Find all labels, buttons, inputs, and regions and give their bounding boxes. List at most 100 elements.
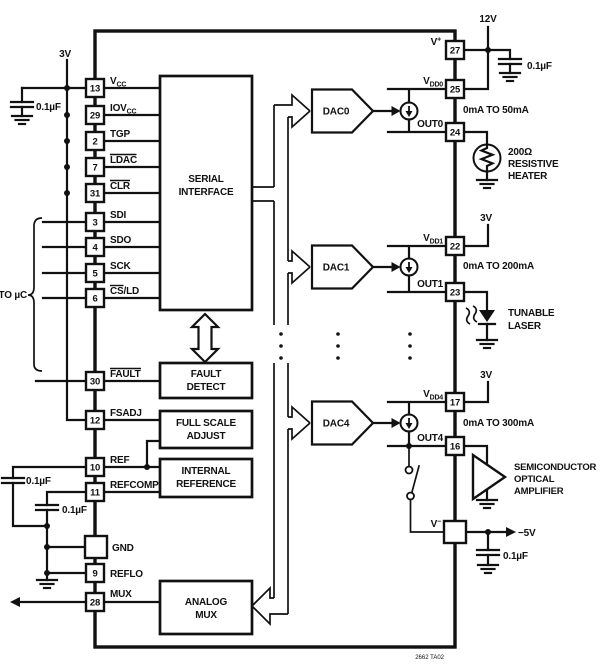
dac0-arrowhead (391, 106, 401, 116)
supply-12v-label: 12V (479, 14, 497, 25)
bus-ellipsis (279, 332, 412, 360)
pin-label-gnd: GND (112, 543, 134, 554)
pin-box-5 (84, 262, 106, 284)
pin-box-2 (84, 130, 106, 152)
pin-label-sdo: SDO (110, 235, 131, 246)
dac4-block (310, 400, 375, 446)
data-bus (251, 93, 412, 627)
analog-mux-block (158, 579, 254, 636)
pin-label-ref: REF (110, 455, 129, 466)
right-external-wiring (462, 25, 523, 575)
wire-vdd1-3v (462, 223, 490, 248)
soa-label-1: SEMICONDUCTOR (514, 462, 597, 473)
wire-out4-soa (462, 444, 489, 502)
supply-3v-vdd4: 3V (480, 370, 492, 381)
pin-box-4 (84, 236, 106, 258)
pin-label-vcc: VCC (110, 76, 126, 89)
uc-brace (27, 217, 43, 372)
junction-dot (64, 190, 70, 196)
pin-num-24: 24 (450, 128, 461, 139)
wire-out0-heater (462, 130, 489, 182)
pin-num-5: 5 (92, 269, 98, 280)
junction-dot (64, 85, 70, 91)
pin-num-3: 3 (92, 218, 97, 229)
wire-vdd4-3v (462, 380, 490, 404)
to-uc-label: TO µC (0, 290, 27, 301)
pin-num-13: 13 (90, 84, 100, 95)
serial-interface-block (158, 74, 254, 312)
serial-interface-label: SERIAL (188, 174, 224, 185)
range-out0: 0mA TO 50mA (463, 105, 529, 116)
wire-vdd0-12v (462, 48, 490, 91)
pin-label-vdd4: VDD4 (423, 389, 443, 402)
pin-label-clr: CLR (110, 181, 131, 192)
vdd1-wire (386, 244, 448, 260)
bus-tap-dac1 (288, 249, 311, 285)
pin-num-16: 16 (450, 442, 460, 453)
bus-arrow-analog-mux (251, 585, 288, 627)
dac-section: DAC0 DAC1 DAC4 (310, 87, 448, 533)
pin-box-22 (444, 235, 466, 257)
switch-stem-bottom (409, 498, 445, 533)
cap-vcc-label: 0.1µF (36, 102, 61, 113)
bus-tap-dac0 (274, 93, 311, 129)
pin-box-10 (84, 456, 106, 478)
pin-box-28 (84, 591, 106, 613)
laser-light-ray (465, 307, 471, 325)
pin-label-out1: OUT1 (417, 279, 444, 290)
pin-num-31: 31 (90, 189, 101, 200)
fault-detect-block (158, 361, 254, 400)
full-scale-adjust-label: FULL SCALE (176, 418, 237, 429)
pin-num-25: 25 (450, 85, 461, 96)
pin-label-refcomp: REFCOMP (110, 480, 159, 491)
pin-label-mux: MUX (110, 589, 132, 600)
pin-box-27 (444, 39, 466, 61)
cap-ref-label: 0.1µF (26, 476, 51, 487)
wire-out1-laser (462, 290, 489, 342)
cap-vplus-label: 0.1µF (527, 61, 552, 72)
pin-box-16 (444, 435, 466, 457)
dac0-label: DAC0 (323, 107, 350, 118)
pin-box-6 (84, 287, 106, 309)
soa-amplifier-triangle (471, 452, 508, 502)
dac0-block (310, 88, 375, 134)
pin-box-24 (444, 121, 466, 143)
dac4-arrowhead (391, 418, 401, 428)
wire-ref (11, 465, 88, 528)
pin-label-vdd0: VDD0 (423, 76, 443, 89)
pin-label-fsadj: FSADJ (110, 408, 142, 419)
pin-num-9: 9 (92, 569, 97, 580)
pin-label-sck: SCK (110, 261, 131, 272)
switch-terminal (406, 491, 415, 501)
out0-wire (386, 118, 448, 134)
rail-3v (65, 58, 88, 422)
dac4-label: DAC4 (323, 419, 350, 430)
full-scale-adjust-label2: ADJUST (187, 431, 226, 442)
serial-interface-label2: INTERFACE (179, 187, 234, 198)
pin-num-29: 29 (90, 111, 100, 122)
switch-terminal (404, 465, 414, 475)
annotations: 3V 0.1µF TO µC 0.1µF 0.1µF 12V 0.1µF 0mA… (0, 14, 597, 661)
fault-detect-label: FAULT (191, 369, 222, 380)
pin-label-fault: FAULT (110, 369, 141, 380)
laser-diode-triangle (479, 310, 495, 322)
pin-label-tgp: TGP (110, 129, 130, 140)
pin-num-23: 23 (450, 288, 460, 299)
laser-label-1: TUNABLE (508, 308, 555, 319)
junction-dot (406, 443, 412, 449)
junction-dot (44, 523, 50, 529)
chip-outline (93, 29, 457, 649)
pin-num-12: 12 (90, 416, 100, 427)
heater-label-1: 200Ω (508, 147, 532, 158)
function-blocks: SERIAL INTERFACE FAULT DETECT FULL SCALE… (158, 74, 254, 636)
analog-mux-label2: MUX (195, 610, 217, 621)
pin-num-28: 28 (90, 598, 100, 609)
out4-switch (404, 448, 445, 533)
right-pins: 27 V+ 25 VDD0 24 OUT0 22 VDD1 23 OUT1 17… (417, 37, 468, 545)
junction-dot (144, 464, 150, 470)
range-out1: 0mA TO 200mA (463, 261, 534, 272)
out1-wire (386, 274, 448, 294)
heater-label-2: RESISTIVE (508, 159, 559, 170)
